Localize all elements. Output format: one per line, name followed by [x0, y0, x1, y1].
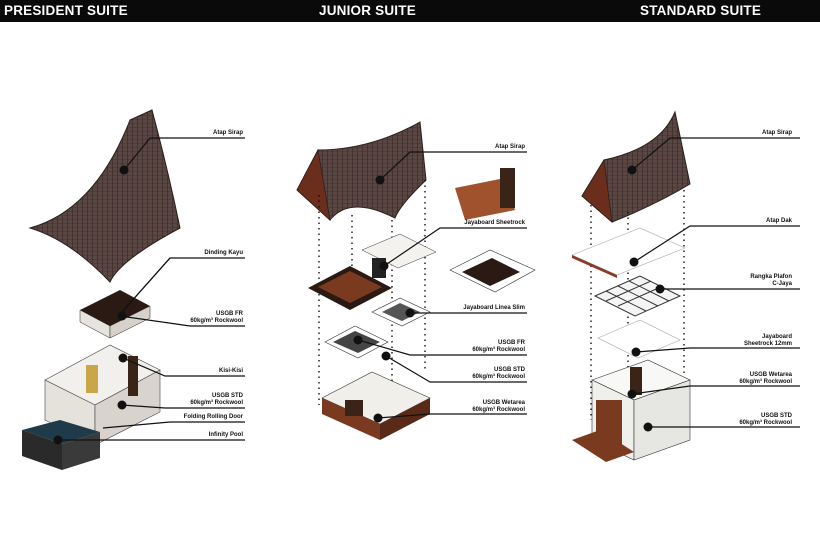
leader-lines	[58, 137, 800, 441]
label-text: 60kg/m³ Rockwool	[472, 374, 525, 380]
label-standard-usgb-std: USGB STD 60kg/m³ Rockwool	[739, 413, 792, 427]
label-junior-jayaboard-sheetrock: Jayaboard Sheetrock	[464, 220, 525, 226]
leader-dots	[53, 165, 665, 445]
label-text: USGB Wetarea	[482, 400, 525, 406]
president-suite-drawing	[22, 109, 181, 470]
label-text: 60kg/m³ Rockwool	[190, 318, 243, 324]
junior-dotted-guides	[318, 180, 426, 405]
label-text: USGB STD	[760, 413, 792, 419]
junior-floor-deck	[308, 266, 392, 310]
label-text: USGB Wetarea	[749, 372, 792, 378]
label-standard-jayaboard-sheetrock: Jayaboard Sheetrock 12mm	[744, 334, 792, 348]
label-text: USGB FR	[498, 340, 525, 346]
label-text: C-Jaya	[772, 281, 792, 287]
label-president-folding-rolling-door: Folding Rolling Door	[183, 414, 243, 420]
label-standard-usgb-wetarea: USGB Wetarea 60kg/m³ Rockwool	[739, 372, 792, 386]
title-president-suite: PRESIDENT SUITE	[4, 3, 128, 18]
label-text: 60kg/m³ Rockwool	[472, 347, 525, 353]
label-text: 60kg/m³ Rockwool	[739, 379, 792, 385]
label-text: 60kg/m³ Rockwool	[739, 420, 792, 426]
standard-ceiling-frame	[593, 275, 682, 317]
label-president-infinity-pool: Infinity Pool	[208, 432, 243, 438]
junior-linea-slim-panel	[371, 297, 431, 327]
label-president-atap-sirap: Atap Sirap	[212, 130, 243, 136]
junior-timber-beam	[455, 168, 515, 220]
label-junior-atap-sirap: Atap Sirap	[494, 144, 525, 150]
label-junior-jayaboard-linea-slim: Jayaboard Linea Slim	[463, 305, 525, 311]
standard-suite-drawing	[571, 110, 691, 462]
label-president-usgb-std: USGB STD 60kg/m³ Rockwool	[190, 393, 243, 407]
header-bar: PRESIDENT SUITE JUNIOR SUITE STANDARD SU…	[0, 0, 820, 22]
label-text: USGB STD	[493, 367, 525, 373]
junior-suite-drawing	[296, 121, 536, 440]
label-president-dinding-kayu: Dinding Kayu	[204, 250, 243, 256]
label-junior-usgb-fr: USGB FR 60kg/m³ Rockwool	[472, 340, 525, 354]
label-text: Rangka Plafon	[750, 274, 792, 280]
junior-lower-house	[321, 371, 431, 440]
label-text: USGB STD	[211, 393, 243, 399]
title-standard-suite: STANDARD SUITE	[640, 3, 762, 18]
president-roof	[28, 109, 181, 283]
label-president-usgb-fr: USGB FR 60kg/m³ Rockwool	[190, 311, 243, 325]
president-wooden-walls	[79, 290, 151, 339]
label-text: 60kg/m³ Rockwool	[472, 407, 525, 413]
label-junior-usgb-std: USGB STD 60kg/m³ Rockwool	[472, 367, 525, 381]
label-standard-rangka-plafon: Rangka Plafon C-Jaya	[750, 274, 792, 288]
label-text: Jayaboard	[761, 334, 792, 340]
junior-roof	[296, 121, 427, 221]
standard-roof-slab	[571, 227, 686, 278]
standard-lower-house	[572, 359, 691, 462]
junior-sheetrock-panel	[449, 249, 536, 293]
president-infinity-pool	[22, 420, 100, 470]
title-junior-suite: JUNIOR SUITE	[319, 3, 416, 18]
label-standard-atap-dak: Atap Dak	[765, 218, 792, 224]
standard-sheetrock-panel	[597, 319, 681, 359]
label-standard-atap-sirap: Atap Sirap	[761, 130, 792, 136]
exploded-axonometric-diagram	[22, 109, 800, 470]
president-interior-block	[44, 344, 161, 446]
label-president-kisi-kisi: Kisi-Kisi	[218, 368, 243, 374]
label-text: 60kg/m³ Rockwool	[190, 400, 243, 406]
label-junior-usgb-wetarea: USGB Wetarea 60kg/m³ Rockwool	[472, 400, 525, 414]
label-text: Sheetrock 12mm	[743, 341, 792, 347]
label-text: USGB FR	[216, 311, 243, 317]
